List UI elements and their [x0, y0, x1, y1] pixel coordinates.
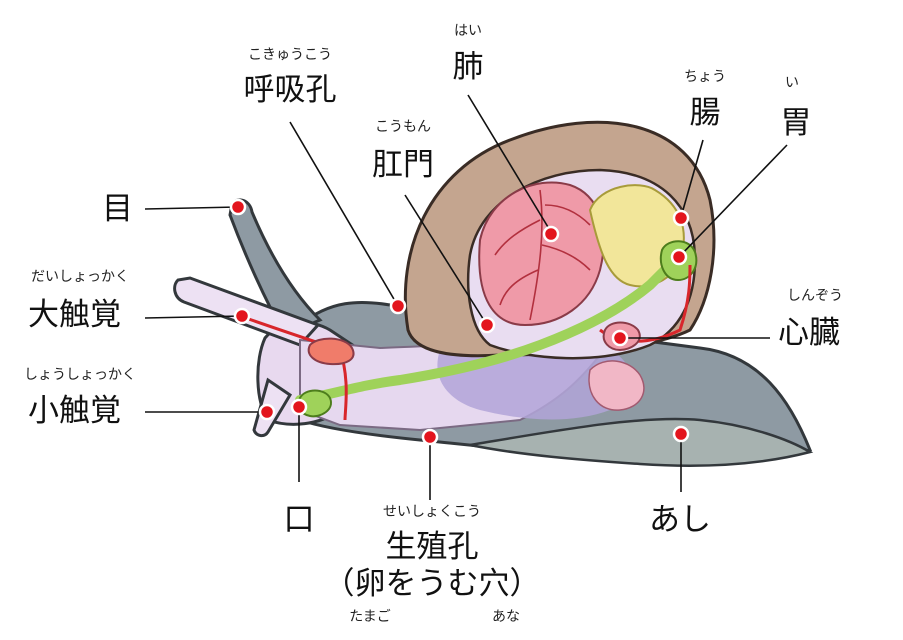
marker-shoshokkaku	[258, 403, 276, 421]
marker-eye	[229, 198, 247, 216]
lung-vessels	[494, 189, 591, 321]
ruby-seishokukou: せいしょくこう	[383, 504, 481, 520]
digestive-tract	[295, 250, 685, 405]
ruby-shoshokkaku: しょうしょっかく	[24, 367, 136, 383]
marker-kokyuukou	[389, 297, 407, 315]
label-kuchi: 口	[283, 502, 315, 538]
reproductive-organ	[588, 360, 645, 411]
ruby-hai: はい	[454, 23, 482, 39]
ruby-daishokkaku: だいしょっかく	[31, 269, 129, 285]
lung	[478, 181, 605, 327]
cerebral-ganglion	[307, 337, 355, 366]
label-eye: 目	[102, 191, 133, 227]
marker-hai	[542, 225, 560, 243]
ruby-i: い	[785, 75, 799, 91]
label-choo: 腸	[689, 95, 721, 131]
leader-lines	[144, 94, 788, 500]
marker-seishokukou	[421, 428, 439, 446]
marker-koumon	[478, 316, 496, 334]
ruby-shinzou: しんぞう	[787, 288, 843, 304]
label-seishokukou-note: （卵をうむ穴）	[323, 566, 541, 602]
label-shinzou: 心臓	[778, 315, 840, 351]
label-seishokukou: 生殖孔	[385, 529, 479, 565]
ruby-choo: ちょう	[684, 69, 726, 85]
foot-sole	[469, 417, 814, 467]
label-i: 胃	[780, 105, 812, 141]
ruby-koumon: こうもん	[375, 119, 431, 135]
marker-daishokkaku	[233, 307, 251, 325]
label-shoshokkaku: 小触覚	[28, 393, 121, 429]
ruby-tamago: たまご	[349, 609, 391, 625]
marker-shinzou	[611, 329, 629, 347]
label-daishokkaku: 大触覚	[28, 297, 121, 333]
label-kokyuukou: 呼吸孔	[243, 72, 337, 108]
label-ashi: あし	[649, 502, 711, 538]
markers	[229, 198, 690, 446]
marker-choo	[672, 209, 690, 227]
marker-i	[670, 248, 688, 266]
marker-ashi	[672, 425, 690, 443]
ruby-ana: あな	[492, 609, 520, 625]
label-koumon: 肛門	[372, 147, 434, 183]
label-hai: 肺	[452, 49, 484, 85]
marker-kuchi	[290, 398, 308, 416]
ruby-kokyuukou: こきゅうこう	[248, 47, 332, 63]
eye-tentacle	[228, 198, 323, 337]
